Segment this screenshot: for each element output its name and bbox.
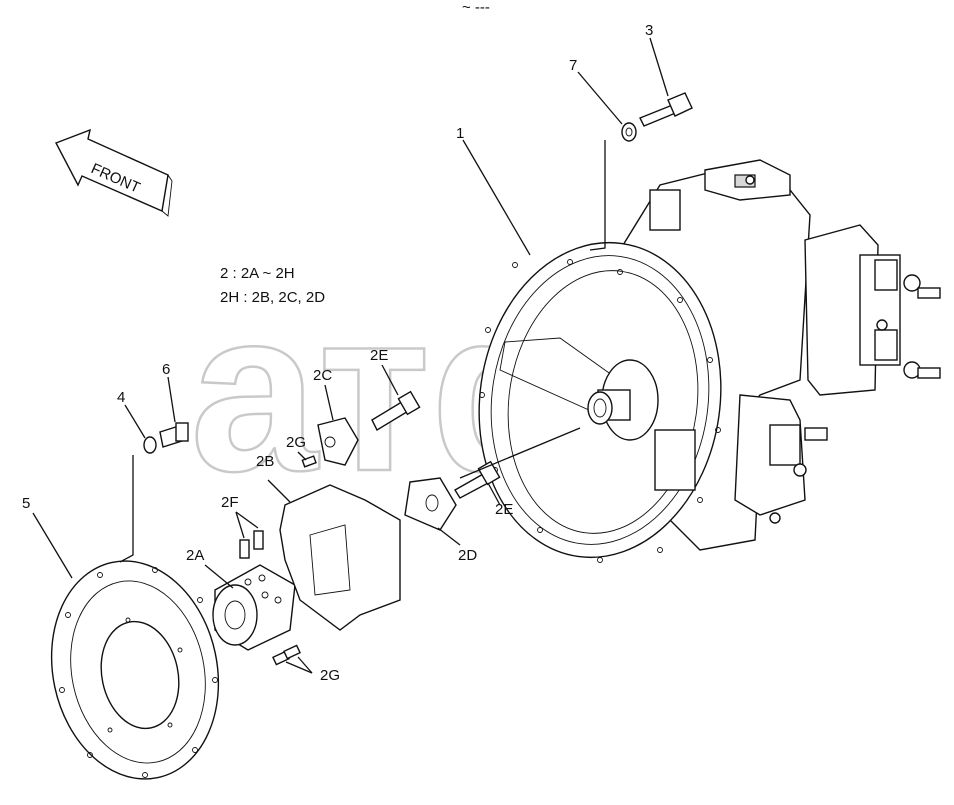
callout-2G-bottom: 2G xyxy=(320,667,340,684)
hub-2A xyxy=(212,564,296,651)
callout-2F: 2F xyxy=(221,494,239,511)
callout-7: 7 xyxy=(569,57,577,74)
callout-5: 5 xyxy=(22,495,30,512)
pump-assembly xyxy=(478,159,941,563)
set-screw-2F xyxy=(239,530,264,559)
callout-2C: 2C xyxy=(313,367,332,384)
callout-2G-top: 2G xyxy=(286,434,306,451)
leader-lines xyxy=(32,37,669,674)
washer-7 xyxy=(621,122,637,142)
spider-2B xyxy=(279,484,401,631)
washer-4 xyxy=(143,436,157,454)
callout-4: 4 xyxy=(117,389,125,406)
callout-1: 1 xyxy=(456,125,464,142)
callout-2B: 2B xyxy=(256,453,274,470)
bolt-3 xyxy=(639,92,693,127)
jaw-2C xyxy=(317,417,359,466)
jaw-2D xyxy=(404,477,457,531)
callout-2D: 2D xyxy=(458,547,477,564)
callout-3: 3 xyxy=(645,22,653,39)
flywheel-flange-5 xyxy=(50,560,220,780)
front-arrow: FRONT xyxy=(55,128,173,217)
callout-2E-right: 2E xyxy=(495,501,513,518)
callout-2E-top: 2E xyxy=(370,347,388,364)
bolt-6 xyxy=(159,422,189,448)
callout-6: 6 xyxy=(162,361,170,378)
set-screw-2G xyxy=(272,455,317,666)
note-line-1: 2 : 2A ~ 2H xyxy=(220,265,295,282)
callout-2A: 2A xyxy=(186,547,204,564)
bolt-2E-top xyxy=(371,390,421,431)
header-mark: ~ --- xyxy=(462,0,490,16)
note-line-2: 2H : 2B, 2C, 2D xyxy=(220,289,325,306)
bolt-2E-right xyxy=(454,460,501,499)
